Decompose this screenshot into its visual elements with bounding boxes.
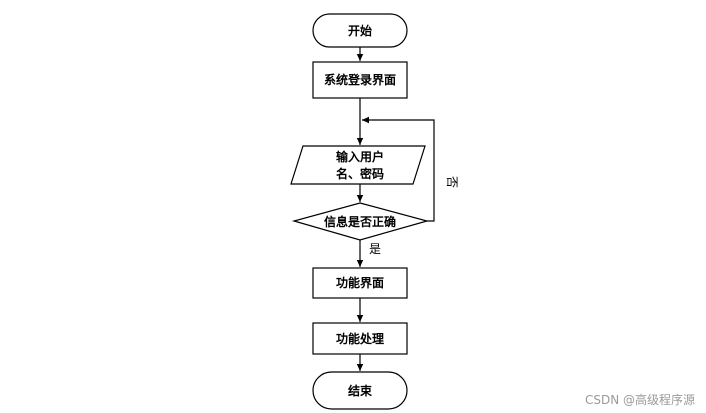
no-branch-label: 否	[445, 176, 459, 188]
login-screen-box	[312, 61, 408, 99]
csdn-watermark: CSDN @高级程序源	[585, 392, 695, 407]
yes-branch-label: 是	[369, 242, 381, 256]
function-screen-label: 功能界面	[336, 275, 384, 290]
input-label-line2: 名、密码	[336, 166, 384, 181]
start-label: 开始	[348, 23, 372, 38]
check-decision-diamond	[291, 202, 430, 241]
function-process-label: 功能处理	[336, 331, 384, 346]
end-terminator	[312, 371, 408, 410]
function-screen-box	[312, 267, 408, 299]
end-label: 结束	[348, 383, 373, 398]
input-label-line1: 输入用户	[336, 149, 384, 164]
function-process-box	[312, 322, 408, 355]
edge-check-no-loop	[362, 116, 435, 222]
check-label: 信息是否正确	[324, 214, 396, 229]
login-screen-label: 系统登录界面	[324, 72, 396, 87]
start-terminator	[312, 13, 408, 48]
input-credentials-parallelogram	[290, 145, 426, 185]
